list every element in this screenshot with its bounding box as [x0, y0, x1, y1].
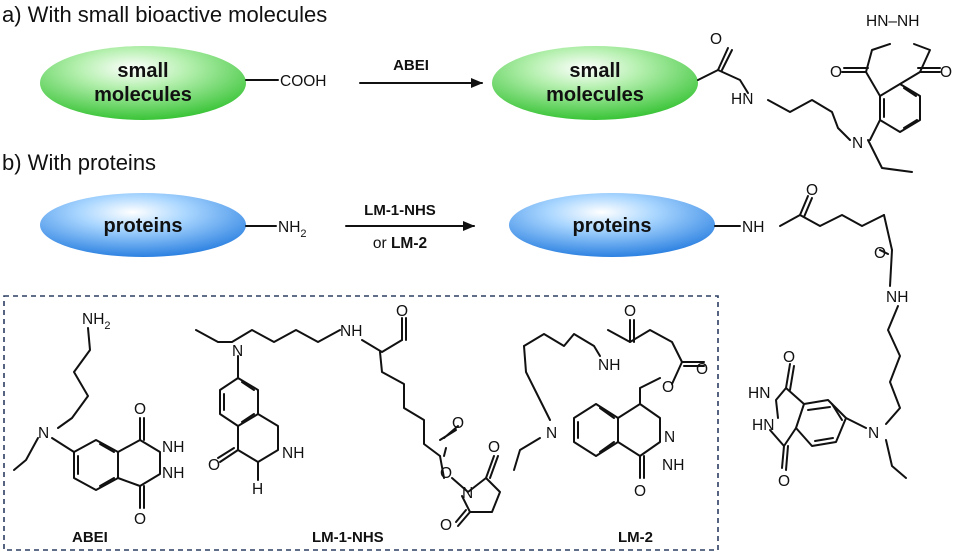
lm2-n-label: N [546, 425, 557, 442]
reagent-structures-box [3, 295, 719, 551]
lm1-o-1-label: O [396, 303, 408, 320]
aniline-n-label: N [868, 425, 879, 442]
amide-nh-label: NH [742, 219, 764, 236]
lm1-nh-label: NH [340, 323, 362, 340]
second-amide-o-label: O [874, 245, 886, 262]
top-carbonyl-o-label: O [783, 349, 795, 366]
hn-label: HN [731, 91, 753, 108]
abei-o-top-label: O [134, 401, 146, 418]
small-molecules-product-pill [492, 46, 698, 120]
lm1-nhs-structure [195, 317, 501, 527]
abei-structure [13, 327, 161, 509]
lm2-n-2-label: N [664, 429, 675, 446]
lm2-nh-2-label: NH [662, 457, 684, 474]
lm2-o-1-label: O [624, 303, 636, 320]
abei-nh-2-label: NH [162, 465, 184, 482]
lm1-o-3-label: O [440, 465, 452, 482]
carbonyl-oxygen-left-label: O [830, 64, 842, 81]
abei-nh-1-label: NH [162, 439, 184, 456]
lm1-o-6-label: O [208, 457, 220, 474]
abei-n-label: N [38, 425, 49, 442]
bottom-carbonyl-o-label: O [778, 473, 790, 490]
hydrazide-nh-label: HN–NH [866, 13, 919, 30]
second-amide-nh-label: NH [886, 289, 908, 306]
lm1-o-4-label: O [488, 439, 500, 456]
product-pill-line-2: molecules [546, 84, 644, 106]
abei-caption: ABEI [72, 529, 108, 546]
amide-o-label: O [806, 182, 818, 199]
protein-conjugate-structure [714, 195, 907, 479]
product-pill-line-1: small [569, 60, 620, 82]
abei-reagent-label: ABEI [393, 57, 429, 74]
product-proteins-label: proteins [573, 215, 652, 237]
abei-o-bottom-label: O [134, 511, 146, 528]
lm1-nhs-caption: LM-1-NHS [312, 529, 384, 546]
lm1-nh-2-label: NH [282, 445, 304, 462]
section-a-heading: a) With small bioactive molecules [2, 2, 327, 27]
reactant-proteins-label: proteins [104, 215, 183, 237]
abei-nh2-label: NH2 [82, 311, 111, 332]
lm2-caption: LM-2 [618, 529, 653, 546]
abei-conjugate-structure [697, 43, 941, 173]
lm1-o-2-label: O [452, 415, 464, 432]
lm2-o-2-label: O [696, 361, 708, 378]
lm1-nhs-reagent-label: LM-1-NHS [364, 202, 436, 219]
hydrazide-hn-2-label: HN [752, 417, 774, 434]
lm2-nh-label: NH [598, 357, 620, 374]
amine-n-label: N [852, 135, 863, 152]
reactant-pill-line-1: small [117, 60, 168, 82]
cooh-group-label: COOH [280, 73, 327, 90]
lm1-o-5-label: O [440, 517, 452, 534]
section-b-heading: b) With proteins [2, 150, 156, 175]
reactant-pill-line-2: molecules [94, 84, 192, 106]
carbonyl-oxygen-right-label: O [940, 64, 952, 81]
proteins-reactant-pill [40, 193, 246, 257]
lm2-o-3-label: O [662, 379, 674, 396]
nh2-group-label: NH2 [278, 219, 307, 240]
lm1-h-label: H [252, 481, 263, 498]
lm2-structure [513, 319, 705, 479]
lm1-n-2-label: N [462, 485, 473, 502]
small-molecules-reactant-pill [40, 46, 246, 120]
amide-oxygen-label: O [710, 31, 722, 48]
proteins-product-pill [509, 193, 715, 257]
lm2-o-4-label: O [634, 483, 646, 500]
hydrazide-hn-label: HN [748, 385, 770, 402]
lm1-n-label: N [232, 343, 243, 360]
reagent-line-2: or LM-2 [373, 235, 427, 252]
